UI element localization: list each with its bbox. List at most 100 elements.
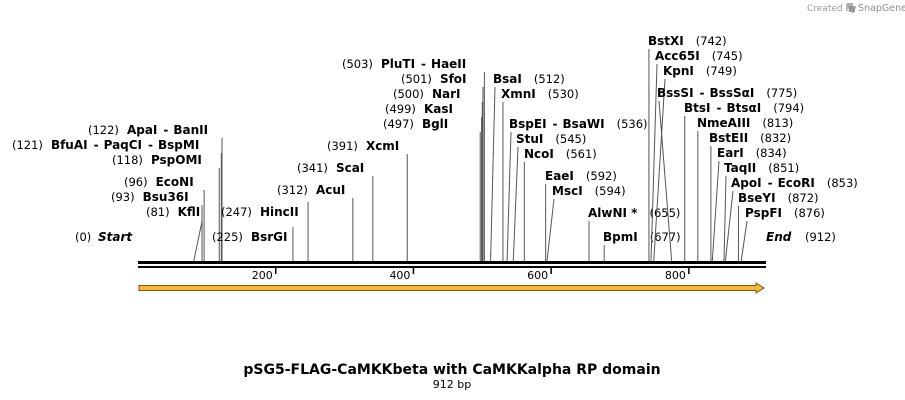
site-position: (749) <box>706 64 737 78</box>
site-pspfi[interactable]: PspFI(876) <box>740 206 825 262</box>
end-label: End <box>766 230 792 244</box>
site-name: HincII <box>260 205 299 219</box>
site-name: Bsu36I <box>143 190 189 204</box>
site-leader-line <box>506 131 512 262</box>
map-title: pSG5-FLAG-CaMKKbeta with CaMKKalpha RP d… <box>243 362 660 378</box>
backbone-bottom-strand <box>138 266 766 268</box>
site-bspei[interactable]: BspEI-BsaWI(536) <box>506 117 648 262</box>
site-name: BstEII <box>709 131 748 145</box>
site-leader-line <box>490 86 496 262</box>
site-ncoi[interactable]: NcoI(561) <box>523 147 597 261</box>
site-eaei[interactable]: EaeI(592) <box>545 169 617 261</box>
site-position: (851) <box>768 161 799 175</box>
site-position: (341) <box>297 161 328 175</box>
site-bseyi[interactable]: BseYI (872) <box>737 191 819 261</box>
site-name-separator: - <box>94 138 99 152</box>
site-position: (503) <box>342 57 373 71</box>
site-name-separator: - <box>148 138 153 152</box>
site-position: (96) <box>124 175 148 189</box>
site-position: (497) <box>383 117 414 131</box>
site-name-separator: - <box>700 86 705 100</box>
ruler-tick-label: 800 <box>665 269 686 282</box>
site-position: (561) <box>566 147 597 161</box>
site-pspomi[interactable]: (118)PspOMI <box>112 153 220 261</box>
site-bfuai[interactable]: (121)BfuAI-PaqCI-BspMI <box>12 138 222 261</box>
site-leader-line <box>512 146 519 262</box>
site-position: (872) <box>788 191 819 205</box>
snapgene-logo-icon <box>847 3 855 12</box>
site-scai[interactable]: (341)ScaI <box>297 161 374 261</box>
site-name: Acc65I <box>655 49 700 63</box>
site-acui[interactable]: (312)AcuI <box>277 183 354 261</box>
ruler-tick-label: 200 <box>252 269 273 282</box>
site-name-isoschizomer: BspMI <box>158 138 199 152</box>
site-pluti[interactable]: (503)PluTI-HaeII <box>342 57 485 261</box>
site-name: BtsI <box>684 101 711 115</box>
site-name: EarI <box>717 146 744 160</box>
site-leader-line <box>546 198 555 262</box>
feature-arrow-shape[interactable] <box>138 282 765 294</box>
site-bsai[interactable]: BsaI(512) <box>490 72 565 262</box>
site-name: AlwNI * <box>588 206 638 220</box>
site-name-isoschizomer: BssSαI <box>710 86 755 100</box>
site-name: BfuAI <box>51 138 88 152</box>
site-nmeaiii[interactable]: NmeAIII(813) <box>697 116 793 261</box>
site-name-separator: - <box>717 101 722 115</box>
site-kpni[interactable]: KpnI(749) <box>653 64 737 262</box>
site-sfoi[interactable]: (501)SfoI <box>401 72 484 261</box>
site-name: NarI <box>432 87 461 101</box>
site-position: (832) <box>760 131 791 145</box>
site-kasi[interactable]: (499)KasI <box>385 102 483 261</box>
site-bgli[interactable]: (497)BglI <box>383 117 481 261</box>
sequence-backbone <box>138 261 766 268</box>
site-hincii[interactable]: (247)HincII <box>221 202 309 261</box>
site-position: (81) <box>146 205 170 219</box>
site-leader-line <box>650 63 658 262</box>
site-position: (121) <box>12 138 43 152</box>
branding-prefix: Created by <box>807 4 857 14</box>
site-name: StuI <box>516 132 543 146</box>
site-econi[interactable]: (96)EcoNI <box>124 175 205 261</box>
site-apai[interactable]: (122)ApaI-BanII <box>88 123 223 261</box>
start-position: (0) <box>75 230 91 244</box>
site-name-separator: - <box>421 57 426 71</box>
site-position: (853) <box>827 176 858 190</box>
site-name-separator: - <box>163 123 168 137</box>
feature-arrow[interactable] <box>138 282 765 294</box>
site-name: BseYI <box>738 191 776 205</box>
site-name: EaeI <box>545 169 574 183</box>
site-acc65i[interactable]: Acc65I(745) <box>650 49 743 262</box>
site-name: KflI <box>178 205 201 219</box>
site-bsrgi[interactable]: (225)BsrGI <box>212 227 294 261</box>
site-leader-line <box>724 190 734 262</box>
site-bpmi[interactable]: BpmI(677) <box>603 230 681 261</box>
site-position: (225) <box>212 230 243 244</box>
site-btsi[interactable]: BtsI-BtsαI(794) <box>684 101 804 261</box>
site-apoi[interactable]: ApoI-EcoRI(853) <box>724 176 858 262</box>
site-nari[interactable]: (500)NarI <box>393 87 483 261</box>
site-name: KasI <box>424 102 453 116</box>
site-position: (813) <box>762 116 793 130</box>
site-msci[interactable]: MscI(594) <box>546 184 626 262</box>
site-eari[interactable]: EarI (834) <box>711 146 787 262</box>
site-bsu36i[interactable]: (93)Bsu36I <box>111 190 203 261</box>
site-bsssi[interactable]: BssSI-BssSαI(775) <box>657 86 797 262</box>
site-bsteii[interactable]: BstEII (832) <box>709 131 791 261</box>
site-name-isoschizomer: EcoRI <box>778 176 815 190</box>
site-name: BstXI <box>648 34 684 48</box>
site-name: ApaI <box>127 123 157 137</box>
restriction-sites: (81)KflI(93)Bsu36I(96)EcoNI(118)PspOMI(1… <box>12 34 858 262</box>
site-taqii[interactable]: TaqII(851) <box>723 161 799 262</box>
start-label: Start <box>98 230 133 244</box>
site-xcmi[interactable]: (391)XcmI <box>327 139 408 261</box>
site-xmni[interactable]: XmnI(530) <box>501 87 579 261</box>
site-kfli[interactable]: (81) KflI <box>146 205 203 262</box>
site-position: (742) <box>696 34 727 48</box>
site-position: (834) <box>756 146 787 160</box>
site-name: PspFI <box>745 206 782 220</box>
site-stui[interactable]: StuI(545) <box>512 132 586 262</box>
site-position: (312) <box>277 183 308 197</box>
site-bstxi[interactable]: BstXI (742) <box>648 34 727 261</box>
